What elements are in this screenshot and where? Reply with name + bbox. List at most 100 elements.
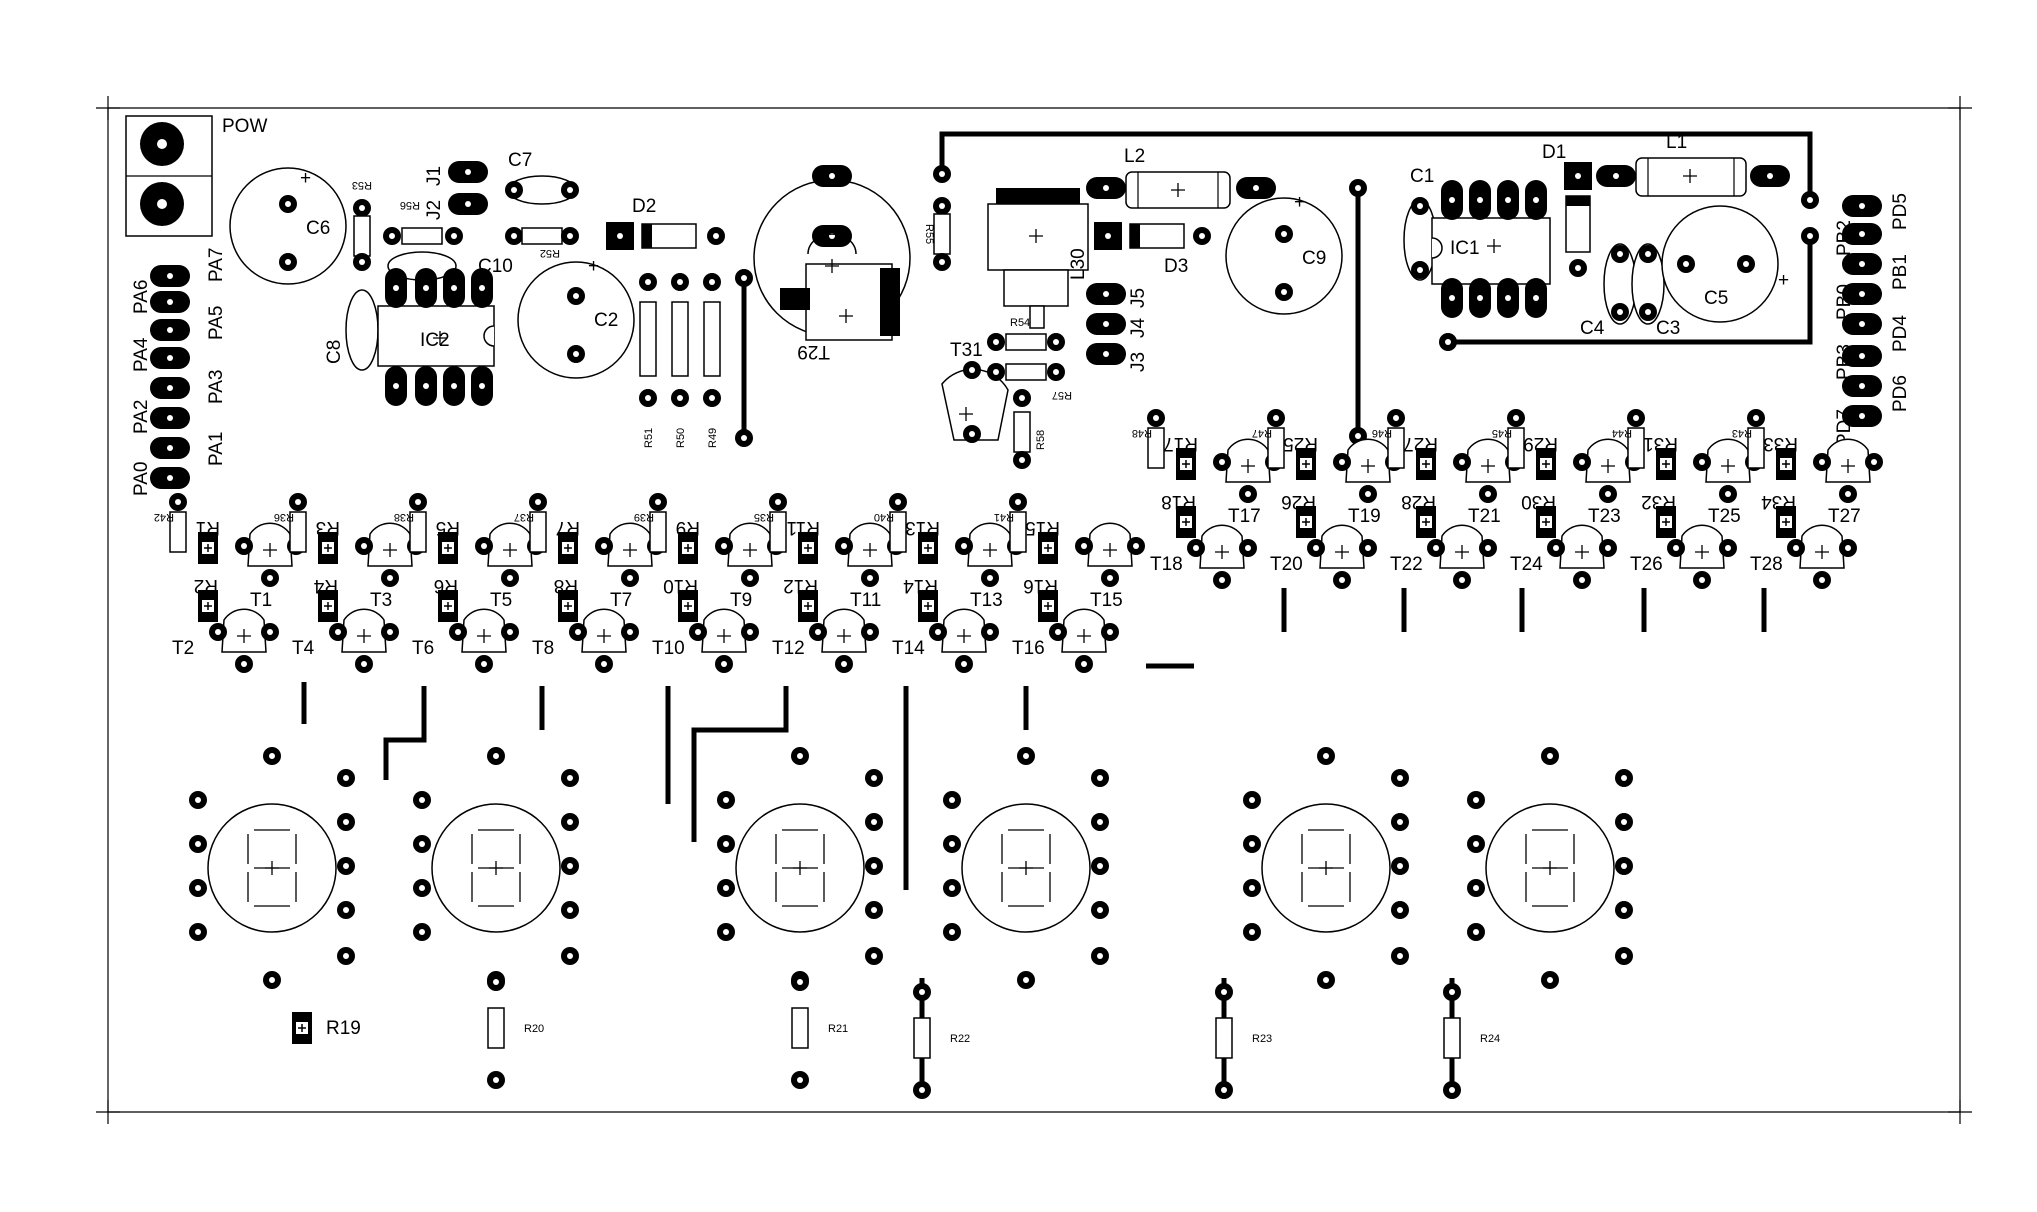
pow-label: POW xyxy=(222,116,267,137)
display-pin xyxy=(561,769,579,787)
base-resistor-pad xyxy=(1507,409,1525,427)
d3-label: D3 xyxy=(1164,256,1188,277)
power-connector: POW xyxy=(125,115,267,237)
transistor-odd-label: T7 xyxy=(610,590,632,611)
resistor-label: R21 xyxy=(828,1023,848,1035)
transistor-odd-label: T15 xyxy=(1090,590,1123,611)
resistor-body xyxy=(1215,1017,1233,1059)
display-pin xyxy=(1017,971,1035,989)
display-pin xyxy=(263,747,281,765)
display-pin xyxy=(1091,769,1109,787)
resistor-pad xyxy=(791,973,809,991)
base-resistor-pad xyxy=(409,493,427,511)
transistor-even xyxy=(1547,525,1617,589)
base-resistor-label: R46 xyxy=(1372,427,1392,439)
display-pin xyxy=(413,791,431,809)
j4-label: J4 xyxy=(1128,318,1149,339)
d2-label: D2 xyxy=(632,196,656,217)
smd-resistor-top-label: R1 xyxy=(196,517,220,538)
port-a-header: PA7 PA6 PA5 PA4 PA3 PA2 PA1 PA0 xyxy=(131,247,227,496)
display-pin xyxy=(1467,879,1485,897)
transistor-even xyxy=(1427,525,1497,589)
base-resistor-label: R36 xyxy=(274,511,294,523)
base-resistor-pad xyxy=(169,493,187,511)
port-bd-label-5: PB3 xyxy=(1834,344,1855,380)
transistor-even xyxy=(809,609,879,673)
display-pin xyxy=(1243,923,1261,941)
transistor-even xyxy=(1187,525,1257,589)
jumpers-j3-j4-j5: J5 J4 J3 xyxy=(1086,283,1149,372)
port-a-label-5: PA2 xyxy=(131,399,152,434)
transistor-even-label: T28 xyxy=(1750,554,1783,575)
l2-label: L2 xyxy=(1124,146,1145,167)
transistor-even xyxy=(1667,525,1737,589)
transistor-odd-label: T17 xyxy=(1228,506,1261,527)
base-resistor-pad xyxy=(889,493,907,511)
resistor-r22: R22 xyxy=(913,983,970,1099)
r19-body xyxy=(291,1011,313,1045)
port-bd-header: PD5 PB2 PB1 PB0 PD4 PB3 PD6 PD7 xyxy=(1834,193,1911,446)
display-pin xyxy=(865,769,883,787)
display-pin xyxy=(337,813,355,831)
display-pin xyxy=(1391,901,1409,919)
display-pin xyxy=(1541,971,1559,989)
smd-resistor-top-label: R5 xyxy=(436,517,460,538)
display-pin xyxy=(561,901,579,919)
transistor-odd-label: T5 xyxy=(490,590,512,611)
transistor-even xyxy=(449,609,519,673)
smd-resistor-mid-label: R6 xyxy=(434,575,458,596)
t31-label: T31 xyxy=(950,340,983,361)
resistor-r53: R53 xyxy=(352,179,372,271)
resistor-body xyxy=(1443,1017,1461,1059)
port-bd-label-3: PB0 xyxy=(1834,284,1855,320)
l1-label: L1 xyxy=(1666,132,1687,153)
smd-resistor-top-label: R25 xyxy=(1283,433,1318,454)
display-pin xyxy=(1615,901,1633,919)
display-pin xyxy=(1391,857,1409,875)
transistor-even-label: T14 xyxy=(892,638,925,659)
resistor-label: R24 xyxy=(1480,1033,1500,1045)
smd-resistor-mid-label: R18 xyxy=(1161,491,1196,512)
seven-segment-display xyxy=(1243,747,1409,989)
svg-text:+: + xyxy=(1294,192,1305,213)
resistor-r19: R19 xyxy=(291,1011,361,1045)
transistor-even-label: T4 xyxy=(292,638,315,659)
smd-resistor-mid-label: R12 xyxy=(783,575,818,596)
seven-segment-display xyxy=(943,747,1109,989)
transistor-even-label: T20 xyxy=(1270,554,1303,575)
seven-segment-display xyxy=(413,747,579,989)
display-pin xyxy=(865,813,883,831)
ic2-label: IC2 xyxy=(420,330,450,351)
smd-resistor-mid-label: R2 xyxy=(194,575,218,596)
smd-resistor-mid-label: R30 xyxy=(1521,491,1556,512)
display-pin xyxy=(865,947,883,965)
display-body xyxy=(1262,804,1390,932)
capacitor-c7: C7 xyxy=(505,150,579,205)
base-resistor-pad xyxy=(1627,409,1645,427)
display-pin xyxy=(1017,747,1035,765)
display-pin xyxy=(943,923,961,941)
r50-label: R50 xyxy=(675,428,687,448)
transistor-t29: T29 xyxy=(753,165,911,362)
r51-label: R51 xyxy=(643,428,655,448)
board-outline xyxy=(96,96,1972,1124)
resistor-pad xyxy=(1215,983,1233,1001)
display-pin xyxy=(413,879,431,897)
display-pin xyxy=(1243,835,1261,853)
resistor-r20: R20 xyxy=(487,973,544,1089)
transistor-odd-label: T3 xyxy=(370,590,392,611)
display-pin xyxy=(791,747,809,765)
base-resistor-pad xyxy=(289,493,307,511)
ic1-label: IC1 xyxy=(1450,238,1480,259)
base-resistor-pad xyxy=(1009,493,1027,511)
c7-label: C7 xyxy=(508,150,532,171)
